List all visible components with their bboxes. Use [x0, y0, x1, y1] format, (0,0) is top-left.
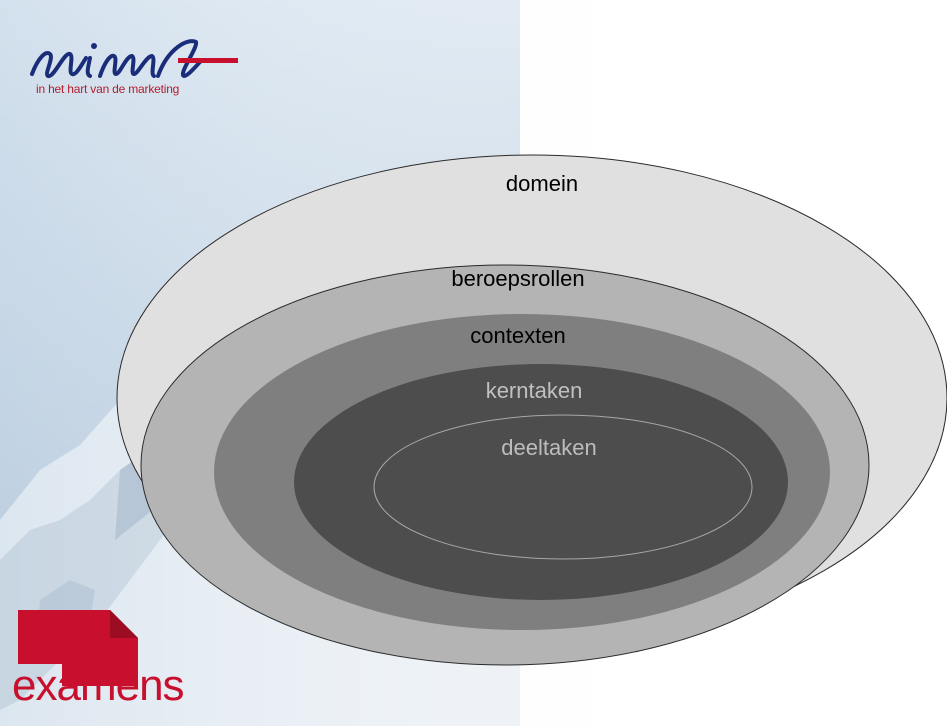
label-contexten: contexten — [470, 323, 565, 348]
examens-wordmark: examens — [12, 661, 185, 710]
nima-tagline: in het hart van de marketing — [36, 82, 180, 96]
label-kerntaken: kerntaken — [486, 378, 583, 403]
label-deeltaken: deeltaken — [501, 435, 596, 460]
ring-deeltaken — [373, 414, 753, 560]
examens-logo — [18, 610, 138, 686]
label-beroepsrollen: beroepsrollen — [451, 266, 584, 291]
nima-logo — [30, 39, 238, 79]
label-domein: domein — [506, 171, 578, 196]
